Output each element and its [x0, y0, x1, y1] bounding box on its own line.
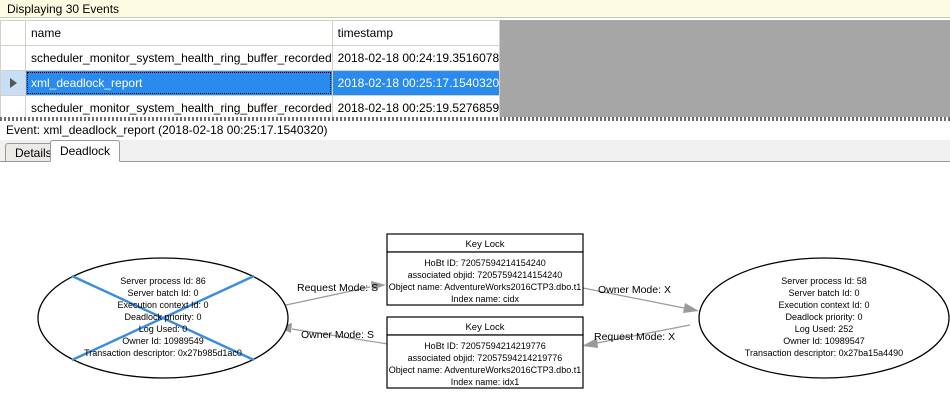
surviving-line-0: Server process Id: 58	[781, 276, 867, 286]
surviving-line-6: Transaction descriptor: 0x27ba15a4490	[745, 348, 903, 358]
column-header-timestamp[interactable]: timestamp	[331, 20, 501, 46]
resource-top-line-1: associated objid: 72057594214154240	[408, 270, 563, 280]
table-row-selected[interactable]: xml_deadlock_report 2018-02-18 00:25:17.…	[0, 70, 501, 96]
cell-name[interactable]: scheduler_monitor_system_health_ring_buf…	[25, 45, 333, 71]
row-selector-active[interactable]	[0, 70, 26, 96]
surviving-line-3: Deadlock priority: 0	[785, 312, 862, 322]
column-header-name[interactable]: name	[25, 20, 333, 46]
surviving-line-1: Server batch Id: 0	[788, 288, 859, 298]
process-node-surviving: Server process Id: 58 Server batch Id: 0…	[698, 257, 950, 379]
event-detail-header: Event: xml_deadlock_report (2018-02-18 0…	[0, 121, 950, 140]
resource-bottom-line-2: Object name: AdventureWorks2016CTP3.dbo.…	[389, 365, 581, 375]
deadlock-graph-canvas[interactable]: Server process Id: 86 Server batch Id: 0…	[0, 161, 950, 400]
edge-label-right-request-bottom: Request Mode: X	[594, 331, 675, 343]
resource-top-line-2: Object name: AdventureWorks2016CTP3.dbo.…	[389, 282, 581, 292]
resource-top-line-3: Index name: cidx	[451, 294, 520, 304]
resource-top-title: Key Lock	[465, 239, 504, 250]
resource-bottom-title: Key Lock	[465, 322, 504, 333]
edge-right-request-bottom	[582, 324, 691, 348]
row-pointer-icon	[9, 78, 17, 88]
splitter-handle[interactable]	[0, 117, 950, 121]
events-table: name timestamp scheduler_monitor_system_…	[0, 20, 501, 121]
victim-line-0: Server process Id: 86	[120, 276, 206, 286]
resource-node-top: Key Lock HoBt ID: 72057594214154240 asso…	[386, 233, 584, 306]
process-node-victim: Server process Id: 86 Server batch Id: 0…	[37, 257, 289, 379]
victim-line-3: Deadlock priority: 0	[124, 312, 201, 322]
edge-left-request-top	[271, 281, 386, 309]
resource-bottom-line-1: associated objid: 72057594214219776	[408, 353, 563, 363]
victim-line-2: Execution context Id: 0	[117, 300, 208, 310]
edge-label-left-owner-bottom: Owner Mode: S	[301, 329, 374, 341]
edge-label-left-request-top: Request Mode: S	[297, 282, 378, 294]
row-selector[interactable]	[0, 45, 26, 71]
events-banner: Displaying 30 Events	[0, 0, 950, 18]
table-header-row: name timestamp	[0, 20, 501, 46]
resource-bottom-line-3: Index name: idx1	[451, 377, 520, 387]
surviving-line-5: Owner Id: 10989547	[783, 336, 865, 346]
resource-top-line-0: HoBt ID: 72057594214154240	[424, 258, 546, 268]
event-detail-label: Event: xml_deadlock_report (2018-02-18 0…	[6, 123, 328, 137]
edge-right-owner-top	[582, 287, 699, 313]
header-rowselector	[0, 20, 26, 46]
table-row[interactable]: scheduler_monitor_system_health_ring_buf…	[0, 45, 501, 71]
events-grid[interactable]: name timestamp scheduler_monitor_system_…	[0, 19, 950, 121]
edge-label-right-owner-top: Owner Mode: X	[598, 284, 671, 296]
victim-cross-icon	[71, 274, 255, 362]
surviving-line-4: Log Used: 252	[795, 324, 854, 334]
surviving-line-2: Execution context Id: 0	[778, 300, 869, 310]
events-banner-label: Displaying 30 Events	[7, 2, 120, 16]
victim-line-4: Log Used: 0	[139, 324, 188, 334]
tab-details[interactable]: Details	[5, 143, 62, 162]
resource-bottom-line-0: HoBt ID: 72057594214219776	[424, 341, 546, 351]
cell-timestamp[interactable]: 2018-02-18 00:25:17.1540320	[331, 70, 501, 96]
resource-node-bottom: Key Lock HoBt ID: 72057594214219776 asso…	[386, 316, 584, 389]
victim-line-5: Owner Id: 10989549	[122, 336, 204, 346]
victim-line-1: Server batch Id: 0	[127, 288, 198, 298]
cell-timestamp[interactable]: 2018-02-18 00:24:19.3516078	[331, 45, 501, 71]
tab-deadlock[interactable]: Deadlock	[50, 140, 121, 162]
cell-timestamp[interactable]: 2018-02-18 00:25:19.5276859	[331, 95, 501, 121]
cell-name[interactable]: xml_deadlock_report	[25, 70, 333, 96]
victim-line-6: Transaction descriptor: 0x27b985d1ac0	[84, 348, 242, 358]
tabstrip: Details Deadlock	[0, 140, 950, 162]
